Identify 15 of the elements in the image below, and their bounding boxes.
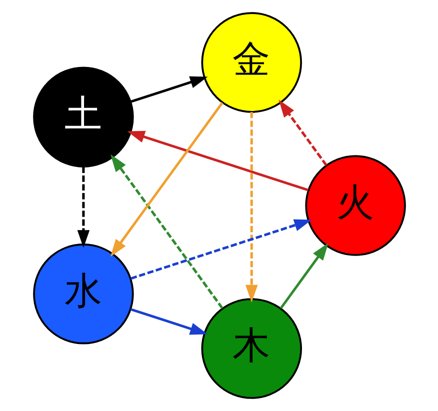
arrow xyxy=(130,219,312,280)
arrow xyxy=(130,76,208,103)
arrow xyxy=(130,308,208,335)
node-circle: 土 xyxy=(32,66,134,168)
arrow xyxy=(110,102,223,257)
node-circle: 水 xyxy=(32,244,134,344)
arrow xyxy=(110,154,223,309)
arrow xyxy=(279,242,328,310)
arrow xyxy=(126,130,308,192)
arrow xyxy=(76,166,90,248)
node-circle: 木 xyxy=(200,298,302,399)
node-circle: 火 xyxy=(304,155,406,256)
arrow xyxy=(244,112,258,302)
node-circle: 金 xyxy=(200,12,302,113)
arrow xyxy=(278,100,327,166)
